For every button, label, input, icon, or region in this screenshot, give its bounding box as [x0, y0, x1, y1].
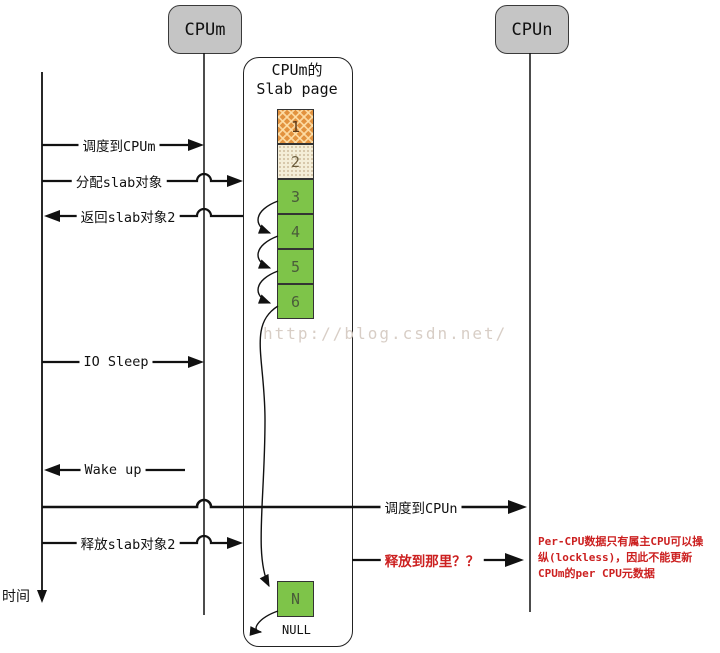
slab-cell-6: 6 — [277, 284, 314, 319]
cell-5-label: 5 — [290, 257, 301, 276]
null-label: NULL — [282, 623, 311, 637]
event-schedule-to-cpun: 调度到CPUn — [380, 497, 462, 517]
arrow-alloc-slab — [42, 172, 243, 187]
percpu-annotation: Per-CPU数据只有属主CPU可以操 纵(lockless)，因此不能更新 C… — [538, 534, 718, 582]
event-wake-up: Wake up — [80, 462, 146, 478]
annotation-line1: Per-CPU数据只有属主CPU可以操 — [538, 535, 704, 548]
slab-cell-n: N — [277, 581, 314, 617]
event-io-sleep: IO Sleep — [79, 354, 153, 370]
cpum-label: CPUm — [184, 19, 226, 40]
event-free-slab2: 释放slab对象2 — [76, 533, 180, 553]
slab-title-line2: Slab page — [256, 80, 338, 98]
cpun-label: CPUn — [511, 19, 553, 40]
slab-cell-3: 3 — [277, 179, 314, 214]
annotation-line2: 纵(lockless)，因此不能更新 — [538, 551, 693, 564]
arrow-free-slab2 — [42, 534, 243, 549]
slab-cell-5: 5 — [277, 249, 314, 284]
event-return-slab2: 返回slab对象2 — [76, 206, 180, 226]
time-axis-label: 时间 — [2, 589, 30, 605]
freelist-link-6-n — [259, 305, 279, 588]
cell-n-label: N — [290, 590, 301, 608]
slab-cell-2: 2 — [277, 144, 314, 179]
time-axis-line — [37, 72, 47, 603]
slab-title-line1: CPUm的 — [271, 61, 323, 79]
slab-cell-1: 1 — [277, 109, 314, 144]
cell-4-label: 4 — [290, 222, 301, 241]
cell-6-label: 6 — [290, 292, 301, 311]
arrow-schedule-to-cpun — [42, 498, 527, 514]
cpun-box: CPUn — [495, 5, 569, 54]
freelist-link-5-6 — [257, 270, 279, 304]
event-alloc-slab: 分配slab对象 — [71, 171, 167, 191]
cell-1-label: 1 — [290, 117, 301, 136]
freelist-link-n-null — [249, 610, 279, 636]
freelist-link-3-4 — [257, 200, 279, 234]
slab-page-title: CPUm的 Slab page — [243, 61, 351, 99]
event-free-where: 释放到那里？？ — [380, 550, 484, 570]
cpum-box: CPUm — [168, 5, 242, 54]
cell-2-label: 2 — [290, 152, 301, 171]
slab-cell-4: 4 — [277, 214, 314, 249]
event-schedule-to-cpum: 调度到CPUm — [78, 135, 160, 155]
watermark: http://blog.csdn.net/ — [263, 324, 508, 343]
annotation-line3: CPUm的per CPU元数据 — [538, 567, 655, 580]
arrow-return-slab2 — [44, 207, 243, 222]
cell-3-label: 3 — [290, 187, 301, 206]
freelist-link-4-5 — [257, 235, 279, 269]
